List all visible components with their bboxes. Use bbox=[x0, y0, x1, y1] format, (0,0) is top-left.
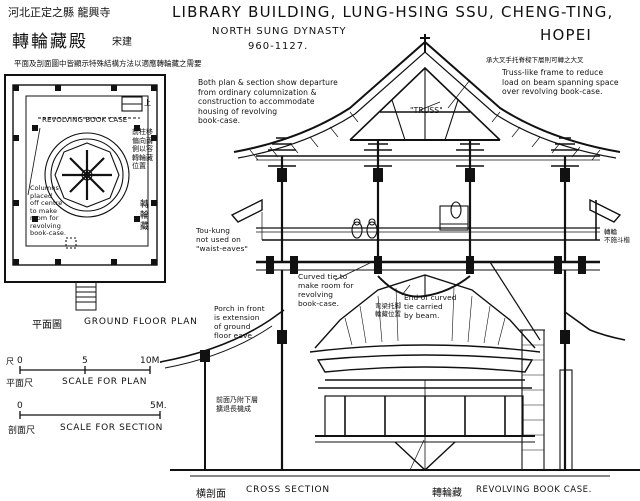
note-porch: Porch in front is extension of ground fl… bbox=[214, 304, 265, 340]
plan-chinese-label: 平面圖 bbox=[32, 320, 62, 331]
plan-case-cjk: 轉 輪 藏 bbox=[140, 200, 150, 232]
main-title: LIBRARY BUILDING, LUNG-HSING SSU, CHENG-… bbox=[172, 3, 614, 21]
dynasty-label: NORTH SUNG DYNASTY bbox=[212, 26, 347, 37]
plan-right-note-cjk: 前柱移 偏向兩 側以容 轉輪藏 位置 bbox=[132, 128, 153, 170]
revolving-case-chinese: 轉輪藏 bbox=[432, 488, 462, 499]
scale-bars bbox=[19, 366, 161, 419]
plan-scale-chinese: 平面尺 bbox=[6, 379, 34, 389]
note-truss-chinese: 承大叉手托脊樑下層則可轉之大叉 bbox=[486, 56, 584, 64]
note-right-bracket-chinese: 轉輪 不施斗楷 bbox=[604, 228, 630, 244]
cross-section bbox=[159, 34, 640, 477]
plan-scale-unit: 尺 bbox=[6, 357, 14, 366]
floor-plan bbox=[4, 74, 166, 311]
plan-scale-tick-5: 5 bbox=[82, 356, 88, 366]
section-scale-label: SCALE FOR SECTION bbox=[60, 423, 163, 433]
section-scale-chinese: 剖面尺 bbox=[8, 426, 36, 436]
plan-scale-label: SCALE FOR PLAN bbox=[62, 377, 148, 387]
note-porch-chinese: 前面乃附下層 擴退長機成 bbox=[216, 396, 258, 413]
note-curved-tie: Curved tie to make room for revolving bo… bbox=[298, 272, 354, 308]
chinese-building-title: 轉輪藏殿 bbox=[12, 32, 88, 52]
plan-revolving-case-label: REVOLVING BOOK CASE bbox=[42, 116, 128, 124]
note-end-of-curved-tie: End of curved tie carried by beam. bbox=[404, 293, 457, 320]
chinese-period: 宋建 bbox=[112, 37, 132, 48]
revolving-book-case-label: REVOLVING BOOK CASE. bbox=[476, 485, 592, 495]
chinese-location-title: 河北正定之縣 龍興寺 bbox=[8, 6, 111, 19]
plan-top-marker: 上 bbox=[144, 99, 151, 107]
plan-scale-tick-0: 0 bbox=[17, 356, 23, 366]
note-both-plan-section: Both plan & section show departure from … bbox=[198, 78, 338, 125]
note-curved-chinese: 弯梁托脚 輪藏位置 bbox=[375, 302, 401, 318]
chinese-subtitle: 平面及剖面圖中皆顯示特殊結構方法以適應轉輪藏之需要 bbox=[14, 59, 202, 68]
section-scale-tick-5: 5M. bbox=[150, 401, 167, 411]
dynasty-dates: 960-1127. bbox=[248, 41, 309, 52]
main-title-province: HOPEI bbox=[540, 26, 593, 44]
section-scale-tick-0: 0 bbox=[17, 401, 23, 411]
note-truss-like-frame: Truss-like frame to reduce load on beam … bbox=[502, 68, 619, 96]
note-tou-kung: Tou-kung not used on "waist-eaves" bbox=[196, 226, 248, 253]
plan-scale-tick-10: 10M. bbox=[140, 356, 163, 366]
cross-section-label: CROSS SECTION bbox=[246, 485, 330, 495]
plan-label: GROUND FLOOR PLAN bbox=[84, 317, 198, 327]
plan-column-note: Columns placed off centre to make room f… bbox=[30, 184, 67, 237]
label-truss: "TRUSS" bbox=[410, 106, 443, 115]
section-chinese-label: 横剖面 bbox=[196, 489, 226, 500]
